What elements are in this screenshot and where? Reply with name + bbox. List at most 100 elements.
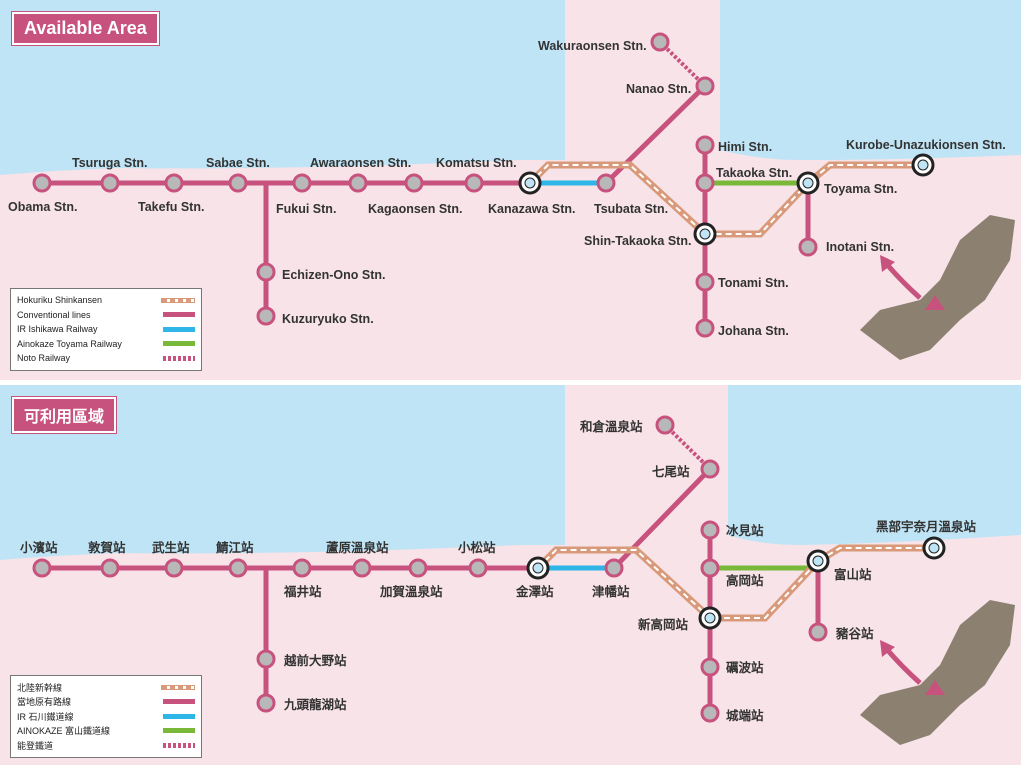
station-label-tsubata: 津幡站 [592, 584, 630, 599]
station-label-komatsu: Komatsu Stn. [436, 156, 517, 170]
station-label-tsuruga: Tsuruga Stn. [72, 156, 147, 170]
sea-west [0, 385, 565, 560]
station-label-wakuraonsen: 和倉溫泉站 [579, 419, 643, 434]
station-label-kurobe: 黑部宇奈月溫泉站 [876, 519, 977, 534]
station-label-awaraonsen: 蘆原溫泉站 [326, 540, 389, 555]
station-marker [596, 173, 616, 193]
station-label-shintakaoka: Shin-Takaoka Stn. [584, 234, 691, 248]
station-marker [164, 173, 184, 193]
station-marker [695, 76, 715, 96]
station-marker [256, 306, 276, 326]
station-label-tsubata: Tsubata Stn. [594, 202, 668, 216]
station-marker [100, 173, 120, 193]
station-label-echizenono: Echizen-Ono Stn. [282, 268, 385, 282]
map-title: 可利用區域 [12, 397, 117, 433]
station-label-kurobe: Kurobe-Unazukionsen Stn. [846, 138, 1006, 152]
map-panel-english: Obama Stn. Tsuruga Stn. Takefu Stn. Saba… [0, 0, 1021, 380]
station-labels: Obama Stn. Tsuruga Stn. Takefu Stn. Saba… [8, 39, 1006, 338]
station-label-johana: Johana Stn. [718, 324, 789, 338]
legend-item-ainokaze: Ainokaze Toyama Railway [17, 337, 195, 352]
station-marker [352, 558, 372, 578]
shinkansen-line [535, 544, 934, 622]
station-marker [700, 558, 720, 578]
station-markers [32, 32, 935, 338]
station-marker [655, 415, 675, 435]
station-marker [100, 558, 120, 578]
legend-item-ir-ishikawa: IR 石川鐵道線 [17, 709, 195, 724]
station-marker [695, 135, 715, 155]
station-marker [404, 173, 424, 193]
station-label-obama: Obama Stn. [8, 200, 77, 214]
station-marker [292, 173, 312, 193]
shinkansen-line [527, 161, 923, 238]
station-marker [695, 272, 715, 292]
station-label-tsuruga: 敦賀站 [88, 540, 126, 555]
station-label-echizenono: 越前大野站 [283, 653, 347, 668]
station-label-inotani: 豬谷站 [835, 626, 874, 641]
station-marker [695, 173, 715, 193]
map-panel-chinese: 小濱站 敦賀站 武生站 鯖江站 福井站 蘆原溫泉站 加賀溫泉站 小松站 金澤站 … [0, 385, 1021, 765]
station-label-takefu: 武生站 [152, 540, 190, 555]
station-label-takaoka: 高岡站 [726, 573, 764, 588]
station-label-obama: 小濱站 [19, 540, 58, 555]
station-marker [468, 558, 488, 578]
legend-item-ainokaze: AINOKAZE 富山鐵道線 [17, 724, 195, 739]
station-label-kagaonsen: Kagaonsen Stn. [368, 202, 462, 216]
hokuriku-highlight [925, 295, 945, 310]
station-label-nanao: Nanao Stn. [626, 82, 691, 96]
station-label-sabae: 鯖江站 [215, 540, 254, 555]
station-label-johana: 城端站 [726, 708, 764, 723]
station-marker [164, 558, 184, 578]
station-label-fukui: 福井站 [283, 584, 322, 599]
station-marker [464, 173, 484, 193]
noto-railway-line [658, 40, 707, 88]
map-title: Available Area [12, 12, 159, 45]
legend-item-ir-ishikawa: IR Ishikawa Railway [17, 322, 195, 337]
legend: 北陸新幹線 當地原有路線 IR 石川鐵道線 AINOKAZE 富山鐵道線 能登鐵… [10, 675, 202, 758]
station-marker [32, 558, 52, 578]
station-label-wakuraonsen: Wakuraonsen Stn. [538, 39, 647, 53]
station-labels: 小濱站 敦賀站 武生站 鯖江站 福井站 蘆原溫泉站 加賀溫泉站 小松站 金澤站 … [19, 419, 977, 723]
station-marker [798, 237, 818, 257]
sea-east [720, 0, 1021, 160]
station-marker [700, 459, 720, 479]
station-label-himi: 冰見站 [726, 523, 764, 538]
station-label-nanao: 七尾站 [652, 464, 690, 479]
station-marker [650, 32, 670, 52]
sea-east [728, 385, 1021, 545]
hokuriku-highlight [925, 680, 945, 695]
station-label-awaraonsen: Awaraonsen Stn. [310, 156, 411, 170]
japan-silhouette [860, 600, 1015, 745]
station-label-kanazawa: Kanazawa Stn. [488, 202, 576, 216]
station-label-toyama: Toyama Stn. [824, 182, 897, 196]
station-marker [256, 649, 276, 669]
station-marker [228, 173, 248, 193]
station-label-kuzuryuko: Kuzuryuko Stn. [282, 312, 374, 326]
station-label-himi: Himi Stn. [718, 140, 772, 154]
station-label-takefu: Takefu Stn. [138, 200, 204, 214]
station-marker [700, 703, 720, 723]
station-label-kagaonsen: 加賀溫泉站 [379, 584, 443, 599]
legend-item-shinkansen: Hokuriku Shinkansen [17, 293, 195, 308]
legend-item-shinkansen: 北陸新幹線 [17, 680, 195, 695]
station-marker [256, 693, 276, 713]
station-marker [228, 558, 248, 578]
station-label-inotani: Inotani Stn. [826, 240, 894, 254]
legend: Hokuriku Shinkansen Conventional lines I… [10, 288, 202, 371]
legend-item-noto: Noto Railway [17, 351, 195, 366]
station-label-shintakaoka: 新高岡站 [638, 617, 689, 632]
station-marker [808, 622, 828, 642]
pointer-arrowhead [880, 255, 895, 272]
station-label-fukui: Fukui Stn. [276, 202, 336, 216]
station-label-toyama: 富山站 [834, 567, 872, 582]
station-label-komatsu: 小松站 [457, 540, 496, 555]
station-marker [695, 318, 715, 338]
legend-item-conventional: Conventional lines [17, 308, 195, 323]
japan-silhouette [860, 215, 1015, 360]
station-marker [700, 520, 720, 540]
noto-railway-line [663, 423, 712, 471]
station-marker [32, 173, 52, 193]
legend-item-noto: 能登鐵道 [17, 738, 195, 753]
station-label-kuzuryuko: 九頭龍湖站 [283, 697, 347, 712]
station-marker [408, 558, 428, 578]
